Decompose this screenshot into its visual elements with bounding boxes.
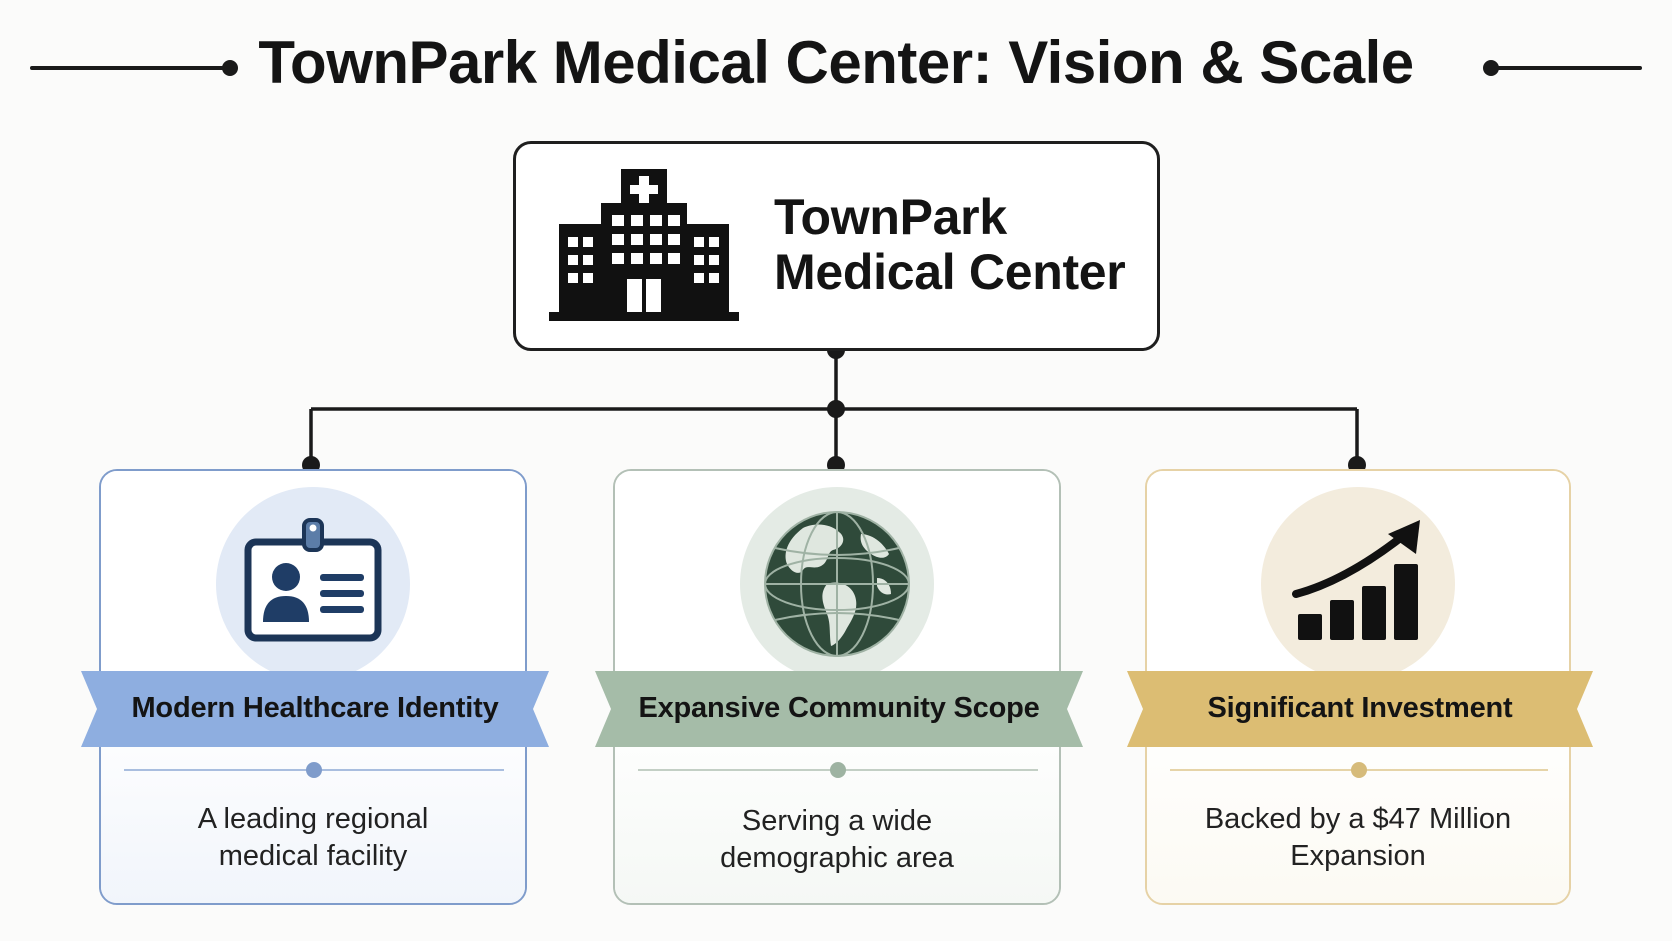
card-description-line2: medical facility xyxy=(218,840,408,872)
card-expansive-community-scope: Expansive Community Scope Serving a wide… xyxy=(595,469,1083,905)
card-divider-dot xyxy=(306,762,322,778)
card-icon-circle xyxy=(216,487,410,681)
card-description-line1: Backed by a $47 Million xyxy=(1204,803,1512,835)
card-heading: Modern Healthcare Identity xyxy=(131,692,499,724)
card-heading: Significant Investment xyxy=(1207,692,1513,724)
card-description: A leading regional medical facility xyxy=(101,801,525,875)
card-icon-circle xyxy=(1261,487,1455,681)
card-heading-ribbon: Expansive Community Scope xyxy=(595,671,1083,747)
card-significant-investment: Significant Investment Backed by a $47 M… xyxy=(1127,469,1593,905)
hospital-building-icon xyxy=(549,169,739,321)
card-modern-healthcare-identity: Modern Healthcare Identity A leading reg… xyxy=(81,469,549,905)
card-description-line2: demographic area xyxy=(720,842,954,874)
title-rule-right xyxy=(1490,66,1642,70)
title-rule-left-dot xyxy=(222,60,238,76)
card-divider-dot xyxy=(1351,762,1367,778)
card-description-line1: Serving a wide xyxy=(741,805,933,837)
center-node-label-line1: TownPark xyxy=(774,189,1007,245)
globe-icon xyxy=(764,511,910,657)
card-icon-circle xyxy=(740,487,934,681)
card-heading-ribbon: Significant Investment xyxy=(1127,671,1593,747)
card-heading: Expansive Community Scope xyxy=(638,692,1040,724)
center-node-label-line2: Medical Center xyxy=(774,244,1126,300)
card-description: Backed by a $47 Million Expansion xyxy=(1147,801,1569,875)
page-title: TownPark Medical Center: Vision & Scale xyxy=(258,29,1414,96)
title-rule-left xyxy=(30,66,230,70)
card-description-line2: Expansion xyxy=(1290,840,1426,872)
center-node: TownPark Medical Center xyxy=(513,141,1160,351)
card-description: Serving a wide demographic area xyxy=(615,803,1059,877)
center-node-label: TownPark Medical Center xyxy=(774,189,1126,300)
card-heading-ribbon: Modern Healthcare Identity xyxy=(81,671,549,747)
id-badge-icon xyxy=(244,518,382,642)
card-divider-dot xyxy=(830,762,846,778)
card-description-line1: A leading regional xyxy=(197,803,429,835)
growth-chart-icon xyxy=(1292,520,1420,640)
